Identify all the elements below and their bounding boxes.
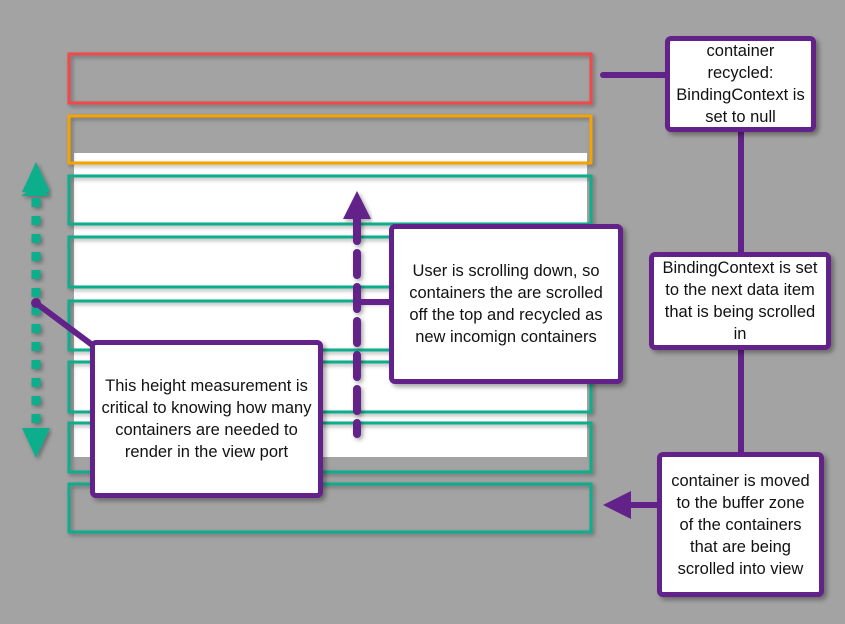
callout-moved-to-buffer: container is moved to the buffer zone of… [657,452,824,597]
connectors [33,72,744,508]
recycled-container [67,52,593,105]
height-measure-arrow [21,162,51,458]
container [67,360,593,414]
container [67,174,593,226]
callout-binding-context: BindingContext is set to the next data i… [649,252,831,350]
scroll-direction-arrow [343,191,371,438]
callout-scrolling: User is scrolling down, so containers th… [389,224,623,384]
buffer-container-top [67,114,593,165]
container [67,421,593,474]
move-arrowhead [603,491,631,519]
connector-dot [31,298,41,308]
callout-recycled: container recycled: BindingContext is se… [665,36,816,132]
buffer-container-bottom [67,482,593,534]
callout-height-measurement: This height measurement is critical to k… [90,340,323,498]
